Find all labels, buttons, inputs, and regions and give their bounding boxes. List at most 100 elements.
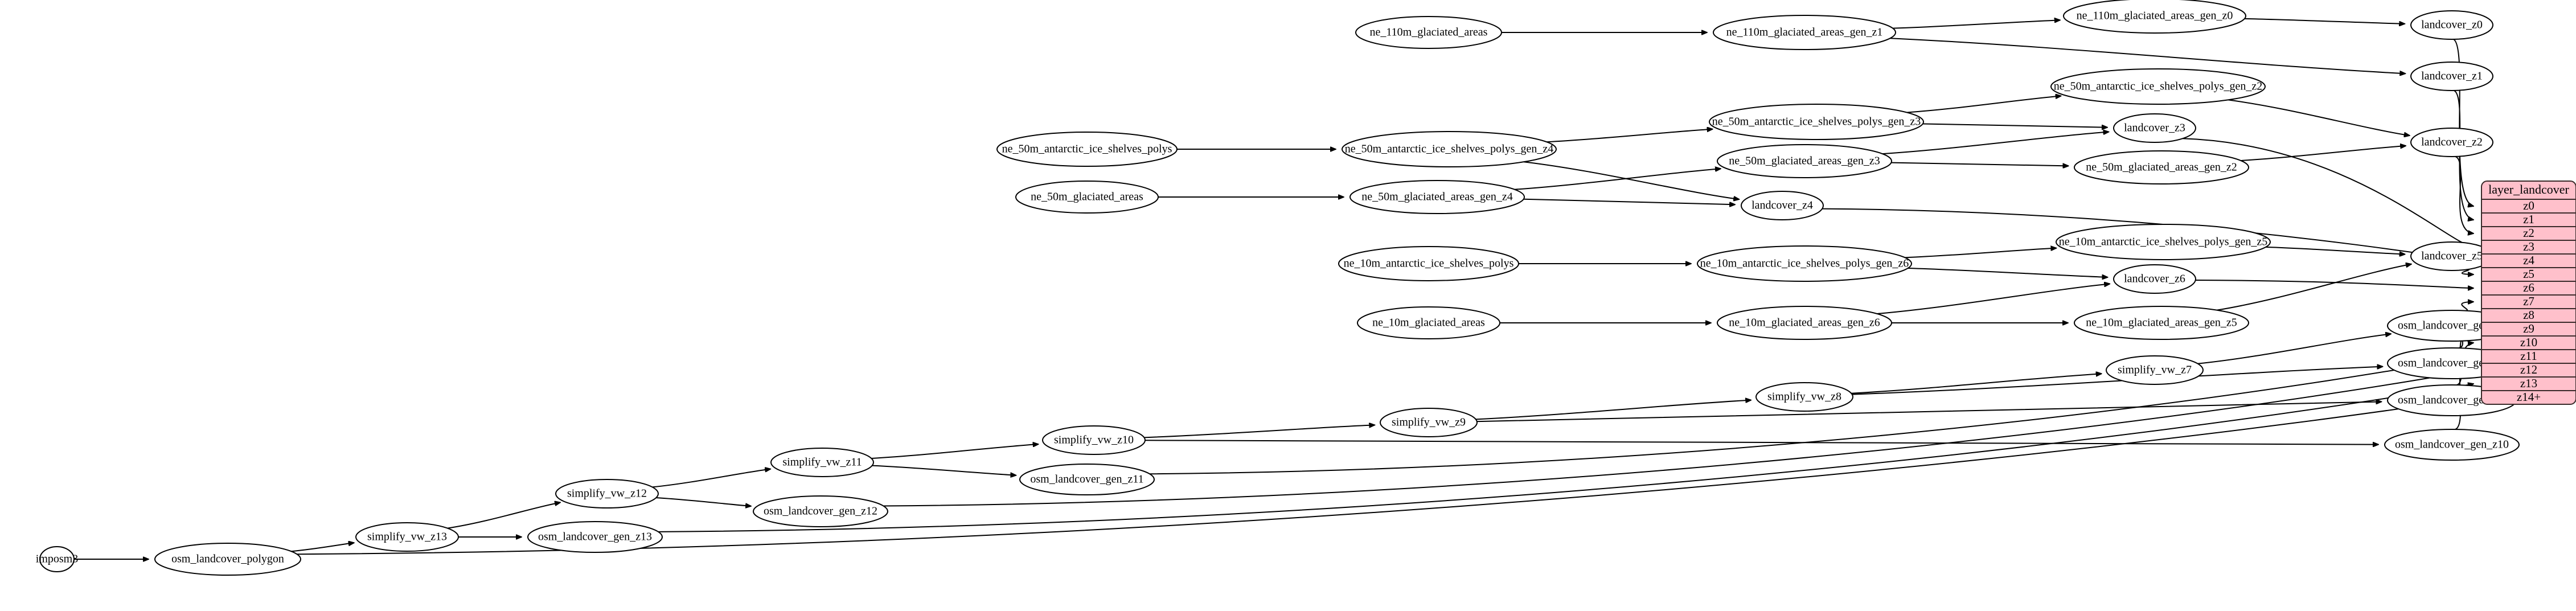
- graph-node-ne_50m_glaciated_areas_gen_z4[interactable]: ne_50m_glaciated_areas_gen_z4: [1349, 180, 1525, 214]
- table-row-z5[interactable]: z5: [2481, 267, 2576, 281]
- node-shape: [355, 522, 459, 552]
- graph-node-landcover_z0[interactable]: landcover_z0: [2410, 10, 2493, 40]
- node-label: osm_landcover_gen_z9: [2398, 394, 2506, 407]
- node-shape: [2410, 61, 2493, 91]
- graph-node-ne_50m_antarctic_ice_shelves_polys[interactable]: ne_50m_antarctic_ice_shelves_polys: [996, 132, 1178, 167]
- graph-node-simplify_vw_z7[interactable]: simplify_vw_z7: [2106, 355, 2204, 385]
- graph-node-osm_landcover_gen_z10[interactable]: osm_landcover_gen_z10: [2384, 429, 2520, 461]
- node-shape: [39, 546, 75, 572]
- table-row-z10[interactable]: z10: [2481, 335, 2576, 349]
- node-label: simplify_vw_z9: [1392, 416, 1466, 429]
- node-shape: [1741, 191, 1824, 220]
- graph-node-landcover_z6[interactable]: landcover_z6: [2113, 264, 2196, 294]
- node-label: landcover_z4: [1751, 199, 1813, 212]
- table-row-z3[interactable]: z3: [2481, 240, 2576, 253]
- table-row-label: z0: [2523, 199, 2534, 212]
- graph-node-simplify_vw_z12[interactable]: simplify_vw_z12: [555, 479, 659, 509]
- node-label: simplify_vw_z7: [2118, 364, 2192, 376]
- node-shape: [1717, 144, 1892, 178]
- graph-edge-ne_50m_antarctic_ice_shelves_polys_gen_z3--to--ne_50m_antarctic_ice_shelves_polys_gen_z2: [1907, 96, 2061, 113]
- graph-node-landcover_z4[interactable]: landcover_z4: [1741, 191, 1824, 220]
- graph-node-simplify_vw_z10[interactable]: simplify_vw_z10: [1042, 425, 1146, 455]
- graph-edge-ne_110m_glaciated_areas_gen_z1--to--landcover_z1: [1890, 38, 2405, 73]
- graph-node-ne_50m_glaciated_areas[interactable]: ne_50m_glaciated_areas: [1015, 181, 1159, 214]
- graph-edge-landcover_z6--to--layer_landcover_z6: [2195, 280, 2474, 288]
- edges-layer: [73, 18, 2474, 559]
- table-row-label: z12: [2520, 363, 2537, 376]
- table-row-z7[interactable]: z7: [2481, 294, 2576, 308]
- graph-node-simplify_vw_z9[interactable]: simplify_vw_z9: [1380, 408, 1478, 437]
- graph-node-ne_50m_glaciated_areas_gen_z3[interactable]: ne_50m_glaciated_areas_gen_z3: [1717, 144, 1892, 178]
- graph-node-ne_10m_antarctic_ice_shelves_polys[interactable]: ne_10m_antarctic_ice_shelves_polys: [1338, 246, 1519, 281]
- graph-node-ne_10m_antarctic_ice_shelves_polys_gen_z5[interactable]: ne_10m_antarctic_ice_shelves_polys_gen_z…: [2056, 224, 2271, 260]
- node-shape: [2113, 264, 2196, 294]
- node-shape: [1380, 408, 1478, 437]
- graph-node-ne_110m_glaciated_areas[interactable]: ne_110m_glaciated_areas: [1355, 16, 1502, 49]
- node-label: landcover_z1: [2421, 70, 2483, 83]
- graph-node-osm_landcover_gen_z11[interactable]: osm_landcover_gen_z11: [1019, 464, 1155, 495]
- graph-node-simplify_vw_z8[interactable]: simplify_vw_z8: [1755, 382, 1853, 412]
- graph-node-landcover_z1[interactable]: landcover_z1: [2410, 61, 2493, 91]
- table-row-z13[interactable]: z13: [2481, 376, 2576, 390]
- graph-node-ne_50m_glaciated_areas_gen_z2[interactable]: ne_50m_glaciated_areas_gen_z2: [2074, 150, 2249, 184]
- node-shape: [1709, 104, 1924, 140]
- graph-node-simplify_vw_z13[interactable]: simplify_vw_z13: [355, 522, 459, 552]
- graph-node-ne_10m_glaciated_areas_gen_z5[interactable]: ne_10m_glaciated_areas_gen_z5: [2074, 306, 2249, 340]
- table-row-z8[interactable]: z8: [2481, 308, 2576, 322]
- node-shape: [1713, 15, 1896, 50]
- node-shape: [2113, 113, 2196, 143]
- graph-node-ne_10m_antarctic_ice_shelves_polys_gen_z6[interactable]: ne_10m_antarctic_ice_shelves_polys_gen_z…: [1697, 245, 1912, 282]
- node-shape: [1697, 245, 1912, 282]
- graph-edge-simplify_vw_z11--to--simplify_vw_z10: [871, 444, 1038, 459]
- table-row-label: z11: [2520, 349, 2537, 363]
- node-shape: [2074, 150, 2249, 184]
- graph-node-ne_10m_glaciated_areas_gen_z6[interactable]: ne_10m_glaciated_areas_gen_z6: [1717, 306, 1892, 340]
- table-row-z9[interactable]: z9: [2481, 322, 2576, 335]
- graph-edge-ne_50m_glaciated_areas_gen_z4--to--ne_50m_glaciated_areas_gen_z3: [1514, 169, 1721, 190]
- table-row-z0[interactable]: z0: [2481, 199, 2576, 212]
- graph-node-ne_50m_antarctic_ice_shelves_polys_gen_z3[interactable]: ne_50m_antarctic_ice_shelves_polys_gen_z…: [1709, 104, 1924, 140]
- graph-node-ne_10m_glaciated_areas[interactable]: ne_10m_glaciated_areas: [1357, 306, 1500, 339]
- graph-edge-simplify_vw_z9--to--osm_landcover_gen_z9: [1476, 401, 2382, 423]
- graph-node-osm_landcover_gen_z12[interactable]: osm_landcover_gen_z12: [753, 495, 888, 527]
- table-row-z1[interactable]: z1: [2481, 212, 2576, 226]
- node-label: ne_50m_antarctic_ice_shelves_polys_gen_z…: [2054, 80, 2263, 93]
- graph-edge-osm_landcover_gen_z7--to--layer_landcover_z7: [2461, 302, 2474, 311]
- graph-node-landcover_z5[interactable]: landcover_z5: [2410, 241, 2493, 271]
- node-label: ne_10m_antarctic_ice_shelves_polys_gen_z…: [1700, 257, 1909, 270]
- graph-node-landcover_z3[interactable]: landcover_z3: [2113, 113, 2196, 143]
- node-label: ne_10m_glaciated_areas_gen_z6: [1729, 317, 1880, 329]
- graph-node-ne_50m_antarctic_ice_shelves_polys_gen_z4[interactable]: ne_50m_antarctic_ice_shelves_polys_gen_z…: [1342, 131, 1557, 167]
- node-label: landcover_z6: [2124, 273, 2185, 285]
- node-label: ne_110m_glaciated_areas: [1370, 26, 1488, 39]
- node-shape: [1015, 181, 1159, 214]
- graph-node-ne_110m_glaciated_areas_gen_z0[interactable]: ne_110m_glaciated_areas_gen_z0: [2063, 0, 2246, 34]
- table-row-z4[interactable]: z4: [2481, 253, 2576, 267]
- table-row-z6[interactable]: z6: [2481, 281, 2576, 294]
- table-row-z12[interactable]: z12: [2481, 363, 2576, 376]
- node-label: simplify_vw_z13: [367, 531, 447, 543]
- graph-edge-ne_110m_glaciated_areas_gen_z0--to--landcover_z0: [2244, 18, 2405, 24]
- node-label: ne_10m_glaciated_areas_gen_z5: [2086, 317, 2237, 329]
- graph-node-landcover_z2[interactable]: landcover_z2: [2410, 128, 2493, 157]
- table-row-z2[interactable]: z2: [2481, 226, 2576, 240]
- node-label: simplify_vw_z8: [1767, 391, 1841, 403]
- table-row-z14plus[interactable]: z14+: [2481, 390, 2576, 404]
- table-row-label: z10: [2520, 335, 2537, 349]
- node-label: ne_50m_antarctic_ice_shelves_polys_gen_z…: [1345, 143, 1554, 155]
- graph-node-ne_110m_glaciated_areas_gen_z1[interactable]: ne_110m_glaciated_areas_gen_z1: [1713, 15, 1896, 50]
- graph-node-ne_50m_antarctic_ice_shelves_polys_gen_z2[interactable]: ne_50m_antarctic_ice_shelves_polys_gen_z…: [2050, 68, 2266, 105]
- table-row-label: z14+: [2517, 390, 2541, 404]
- graph-edge-landcover_z2--to--layer_landcover_z2: [2455, 155, 2474, 233]
- graph-node-imposm3[interactable]: imposm3: [36, 546, 78, 572]
- graph-node-simplify_vw_z11[interactable]: simplify_vw_z11: [770, 448, 874, 477]
- node-label: ne_10m_glaciated_areas: [1372, 317, 1485, 329]
- graph-edge-simplify_vw_z8--to--simplify_vw_z7: [1851, 374, 2101, 394]
- table-row-z11[interactable]: z11: [2481, 349, 2576, 363]
- graph-node-osm_landcover_gen_z13[interactable]: osm_landcover_gen_z13: [527, 521, 663, 553]
- node-shape: [996, 132, 1178, 167]
- graph-edge-simplify_vw_z12--to--osm_landcover_gen_z12: [656, 497, 751, 506]
- graph-node-osm_landcover_polygon[interactable]: osm_landcover_polygon: [154, 543, 301, 576]
